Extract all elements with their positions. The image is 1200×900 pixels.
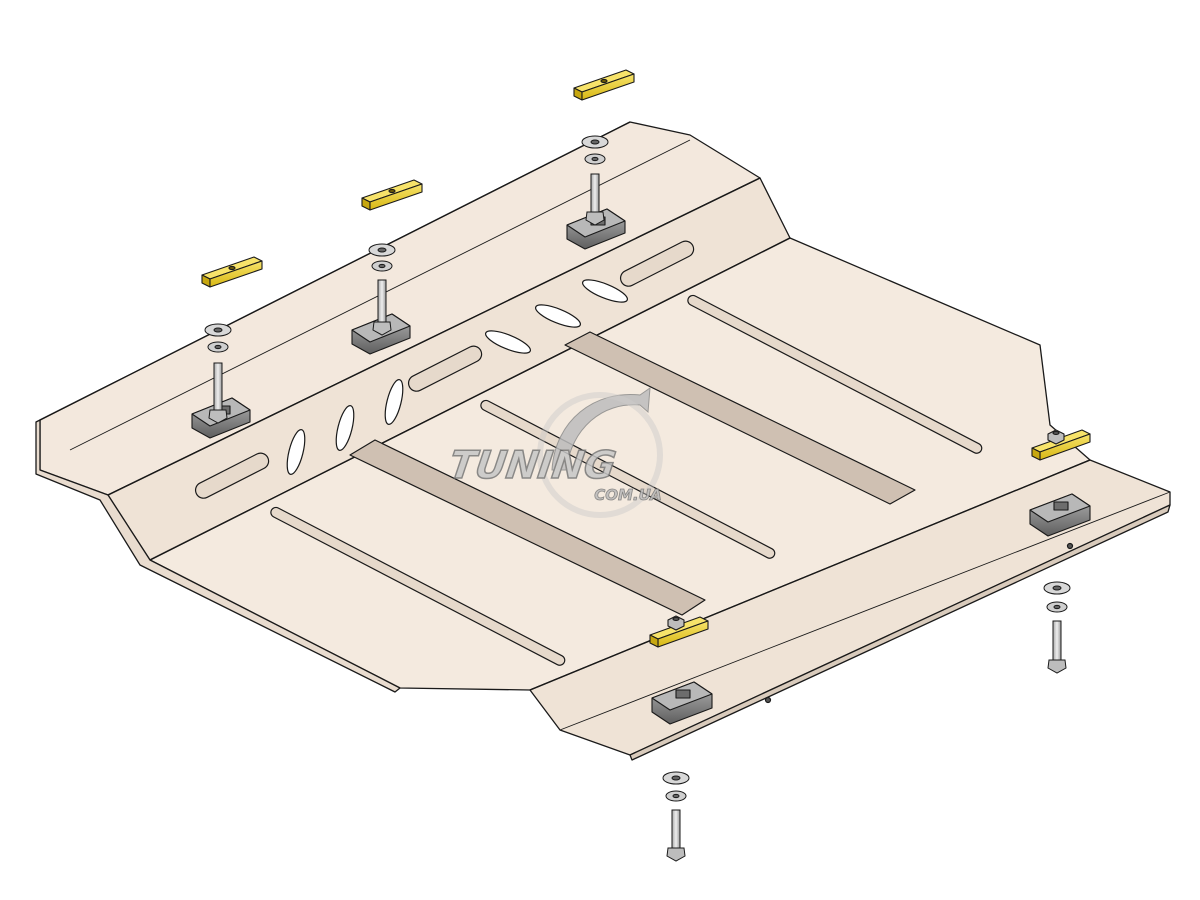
band-slot [194,452,270,499]
band-slot [407,345,483,392]
watermark-swoosh [551,386,651,471]
bolt-stack [662,771,690,862]
bolt-head [1047,659,1067,674]
oval-hole [335,405,355,451]
bolt [671,809,681,851]
watermark-brand: TUNING [447,444,619,488]
long-slot [687,294,983,454]
oval-hole [384,379,404,425]
left-edge [35,419,401,693]
watermark-domain: COM.UA [594,486,662,504]
bolt-head [208,409,228,424]
bolt [377,279,387,326]
oval-hole [581,279,629,303]
bolt-stack [368,243,396,336]
rib-left [349,439,706,616]
bolt [1052,620,1062,664]
bolt-head [666,847,686,862]
oval-hole [484,330,532,354]
long-slot [270,506,566,666]
bolt-stack [581,135,609,226]
long-slot [480,399,776,559]
shim-plate [573,69,635,101]
bolt-head [372,321,392,336]
oval-hole [534,304,582,328]
bolt [590,173,600,215]
front-lip [629,504,1171,761]
rib-right [564,331,916,505]
front-mounts [649,429,1091,725]
front-fasteners [662,581,1071,862]
slots [194,240,1074,704]
bolt [213,362,223,412]
rear-shims [201,69,635,288]
band-slot [619,240,695,287]
stiffening-ribs [349,331,916,616]
shim-plate [361,179,423,211]
bolt-stack [204,323,232,424]
bolt-stack [1043,581,1071,674]
bolt-head [585,211,605,226]
shim-plate [201,256,263,288]
small-hole [764,696,772,704]
u-bracket [1029,493,1091,537]
cage-nut [1047,429,1065,445]
u-bracket [651,681,713,725]
watermark: TUNING COM.UA [446,386,663,518]
oval-hole [286,429,306,475]
rear-fasteners [204,135,609,424]
cage-nut [667,615,685,631]
small-hole [1066,542,1074,550]
watermark-ring [537,392,663,518]
